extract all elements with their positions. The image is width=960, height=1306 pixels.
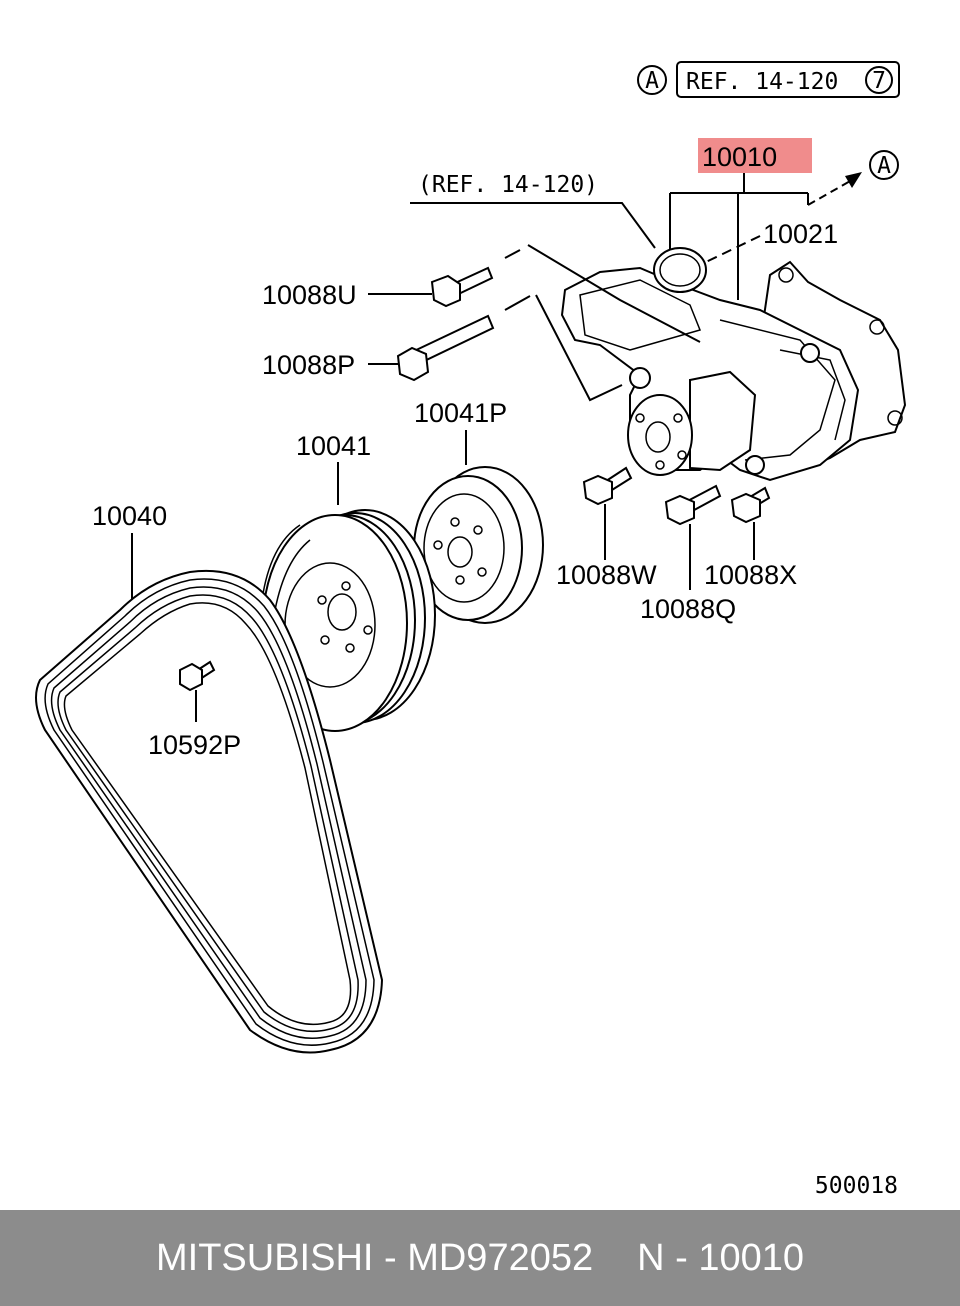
- leader-ref: [410, 202, 656, 249]
- leader-bolt-u: [504, 249, 521, 259]
- arrow-to-a: [807, 150, 899, 206]
- belt-10040: [35, 569, 384, 1054]
- label-10088w[interactable]: 10088W: [556, 560, 657, 590]
- ref-header: A REF. 14-120 7: [637, 61, 900, 98]
- bolt-10088p: [396, 314, 495, 382]
- footer-bar: MITSUBISHI - MD972052 N - 10010: [0, 1210, 960, 1306]
- label-10041p[interactable]: 10041P: [414, 398, 507, 428]
- pulley-10041p: [413, 466, 544, 624]
- label-10021[interactable]: 10021: [763, 219, 838, 249]
- bolt-10088q: [664, 484, 722, 526]
- ref-circle-a: A: [645, 68, 659, 94]
- leader-bolt-p: [504, 295, 531, 311]
- label-10592p[interactable]: 10592P: [148, 730, 241, 760]
- water-pump: [560, 247, 907, 482]
- arrow-ref-a: A: [877, 153, 891, 179]
- ref-label-14-120: (REF. 14-120): [418, 172, 598, 198]
- footer-ref-part: N - 10010: [637, 1236, 805, 1279]
- leader-10021: [705, 235, 761, 263]
- highlight-box: [698, 138, 812, 173]
- footer-brand-part: MITSUBISHI - MD972052: [155, 1236, 594, 1279]
- bolt-10088w: [582, 466, 633, 506]
- label-10041[interactable]: 10041: [296, 431, 371, 461]
- bolt-10088x: [730, 486, 771, 524]
- leader-bolt-p-2: [535, 294, 623, 402]
- label-10088q[interactable]: 10088Q: [640, 594, 736, 624]
- label-10088p[interactable]: 10088P: [262, 350, 355, 380]
- label-10010[interactable]: 10010: [702, 142, 777, 172]
- bolt-10592p: [179, 660, 216, 692]
- label-10088u[interactable]: 10088U: [262, 280, 357, 310]
- bolt-10088u: [430, 266, 494, 308]
- label-10040[interactable]: 10040: [92, 501, 167, 531]
- ref-circle-7: 7: [872, 68, 886, 94]
- diagram-code: 500018: [815, 1173, 898, 1199]
- parts-diagram: A REF. 14-120 7 10010 A (REF. 14-120) 10…: [35, 61, 907, 1199]
- label-10088x[interactable]: 10088X: [704, 560, 797, 590]
- ref-header-text: REF. 14-120: [686, 69, 838, 95]
- leader-bolt-u-2: [527, 244, 701, 343]
